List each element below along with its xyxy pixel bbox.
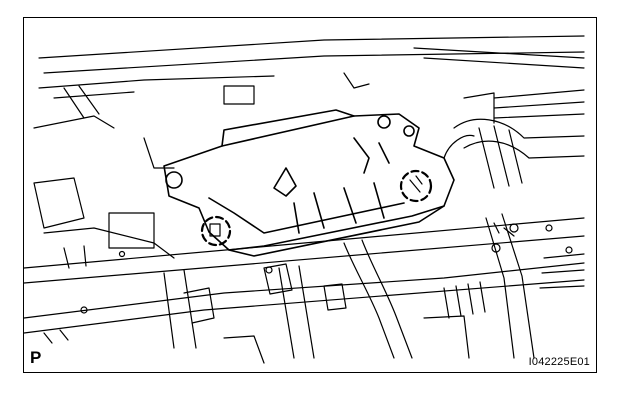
lower-cross-member: [24, 217, 585, 334]
figure-reference-code: I042225E01: [528, 356, 590, 368]
vertical-braces: [163, 213, 535, 359]
illustration-frame: P I042225E01: [23, 17, 597, 373]
bracket-plate: [163, 109, 455, 257]
assembly-line-drawing: [24, 35, 585, 364]
right-clip-callout: [399, 169, 433, 203]
upper-dash-panel: [33, 35, 585, 129]
air-duct: [443, 118, 585, 189]
right-lower-ribbing: [443, 253, 585, 319]
fasteners: [43, 224, 573, 364]
left-clip-callout: [200, 215, 232, 247]
left-component-blocks: [33, 137, 175, 269]
view-letter: P: [30, 348, 42, 367]
